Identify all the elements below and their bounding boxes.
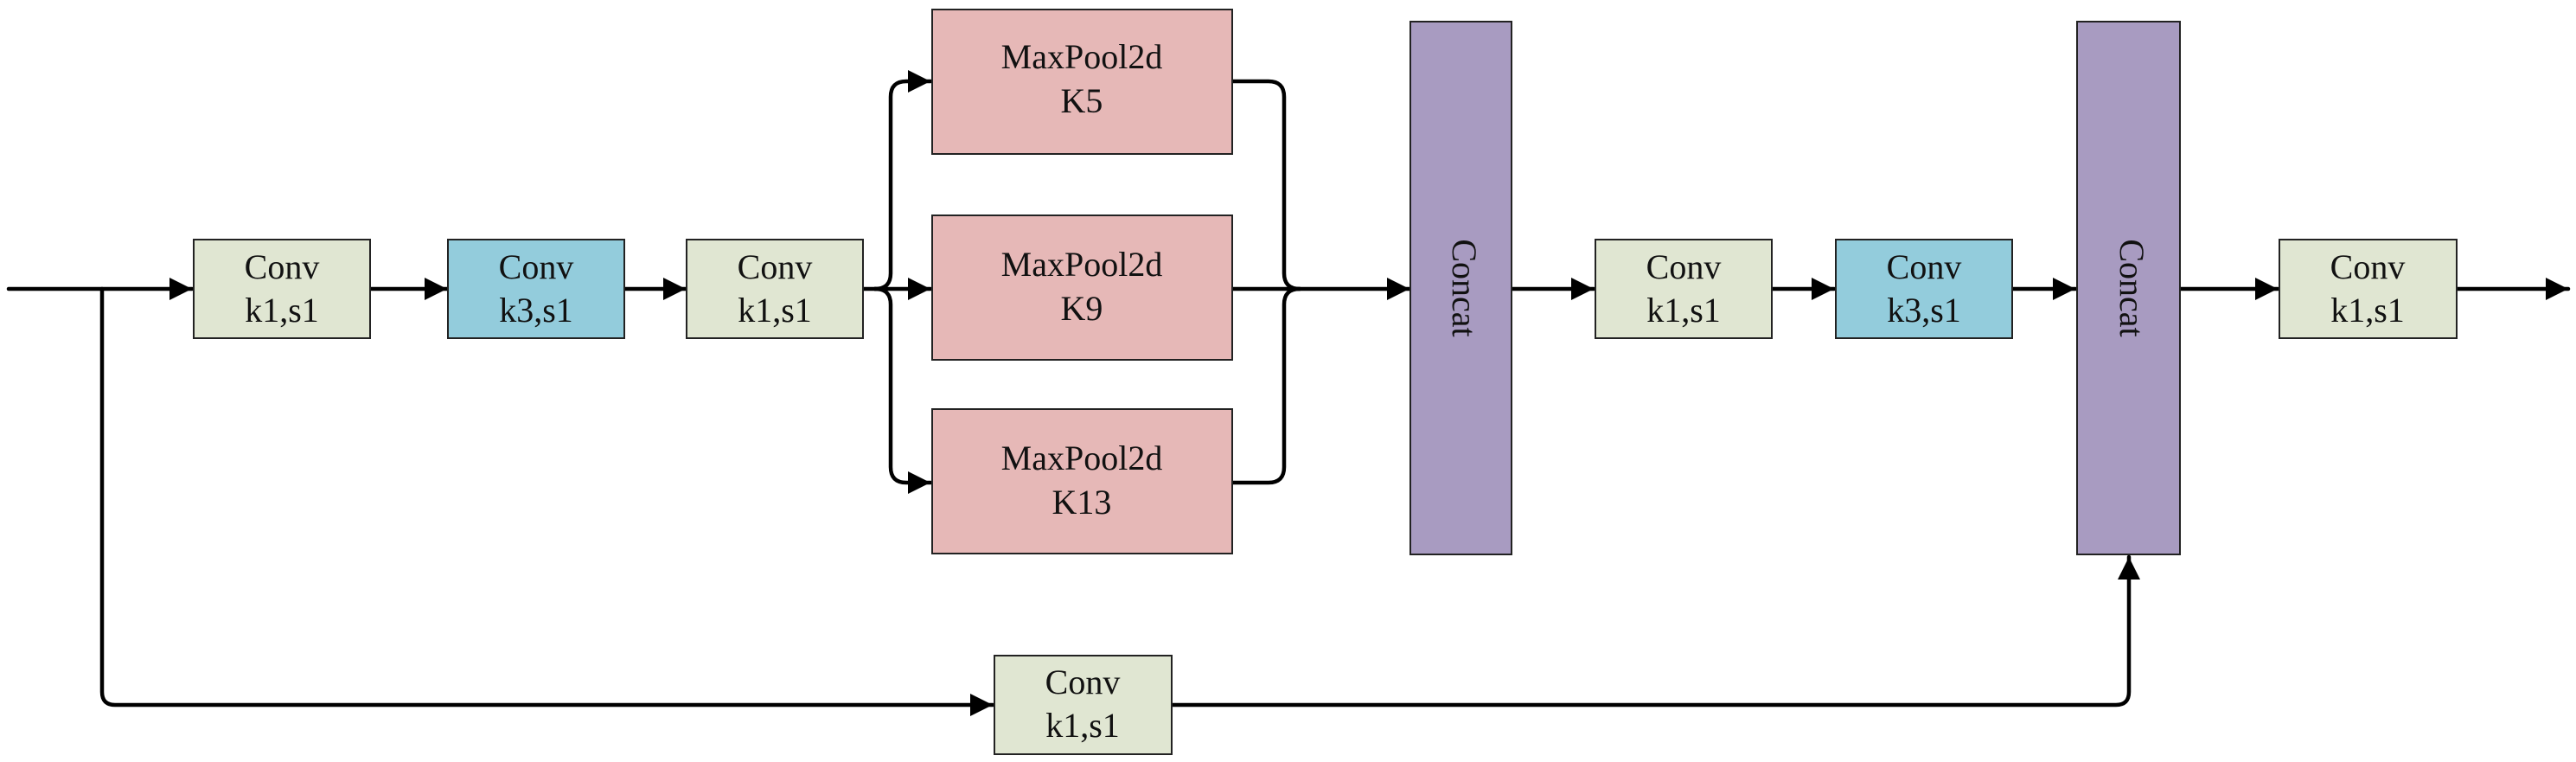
conv6-line1: Conv: [2330, 247, 2406, 286]
conv3-box: [686, 239, 864, 339]
concat1-label: Concat: [1445, 239, 1484, 336]
concat1-box: [1409, 21, 1512, 555]
concat2-box: [2076, 21, 2181, 555]
edge-fork-to-pool5: [873, 70, 933, 291]
conv3-line2: k1,s1: [738, 291, 812, 330]
conv4-node: Conv k1,s1: [1595, 239, 1773, 339]
conv3-node: Conv k1,s1: [686, 239, 864, 339]
concat1-node: Concat: [1409, 21, 1512, 555]
conv6-box: [2279, 239, 2458, 339]
edge-fork-to-pool13: [873, 286, 933, 494]
skip-conv-node: Conv k1,s1: [994, 655, 1173, 755]
maxpool-k5-box: [931, 9, 1233, 155]
maxpool-k9-line2: K9: [1061, 289, 1103, 328]
maxpool-k9-line1: MaxPool2d: [1001, 245, 1163, 284]
conv1-node: Conv k1,s1: [193, 239, 371, 339]
maxpool-k5-line2: K5: [1061, 81, 1103, 120]
conv5-line2: k3,s1: [1887, 291, 1961, 330]
conv2-box: [447, 239, 625, 339]
conv4-box: [1595, 239, 1773, 339]
maxpool-k9-box: [931, 215, 1233, 361]
conv1-line2: k1,s1: [245, 291, 319, 330]
conv1-box: [193, 239, 371, 339]
maxpool-k13-line2: K13: [1052, 483, 1112, 522]
conv1-line1: Conv: [245, 247, 320, 286]
concat2-label: Concat: [2113, 239, 2151, 336]
conv2-line1: Conv: [499, 247, 574, 286]
concat2-node: Concat: [2076, 21, 2181, 555]
maxpool-k13-box: [931, 408, 1233, 554]
edge-skip-conv-to-concat2: [1169, 554, 2140, 708]
edge-input-to-skip-conv: [99, 286, 995, 716]
maxpool-k13-node: MaxPool2d K13: [931, 408, 1233, 554]
conv5-box: [1835, 239, 2013, 339]
conv2-line2: k3,s1: [499, 291, 573, 330]
maxpool-k13-line1: MaxPool2d: [1001, 439, 1163, 477]
conv4-line1: Conv: [1646, 247, 1722, 286]
skip-conv-line1: Conv: [1045, 663, 1121, 701]
conv6-line2: k1,s1: [2330, 291, 2405, 330]
conv2-node: Conv k3,s1: [447, 239, 625, 339]
skip-conv-line2: k1,s1: [1045, 706, 1120, 745]
conv5-node: Conv k3,s1: [1835, 239, 2013, 339]
conv5-line1: Conv: [1887, 247, 1962, 286]
skip-conv-box: [994, 655, 1173, 755]
maxpool-k9-node: MaxPool2d K9: [931, 215, 1233, 361]
maxpool-k5-line1: MaxPool2d: [1001, 37, 1163, 76]
edge-pool5-to-merge: [1230, 79, 1302, 291]
edges: [6, 70, 2571, 716]
maxpool-k5-node: MaxPool2d K5: [931, 9, 1233, 155]
conv3-line1: Conv: [738, 247, 813, 286]
edge-pool13-to-merge: [1230, 286, 1302, 485]
conv4-line2: k1,s1: [1646, 291, 1721, 330]
conv6-node: Conv k1,s1: [2279, 239, 2458, 339]
